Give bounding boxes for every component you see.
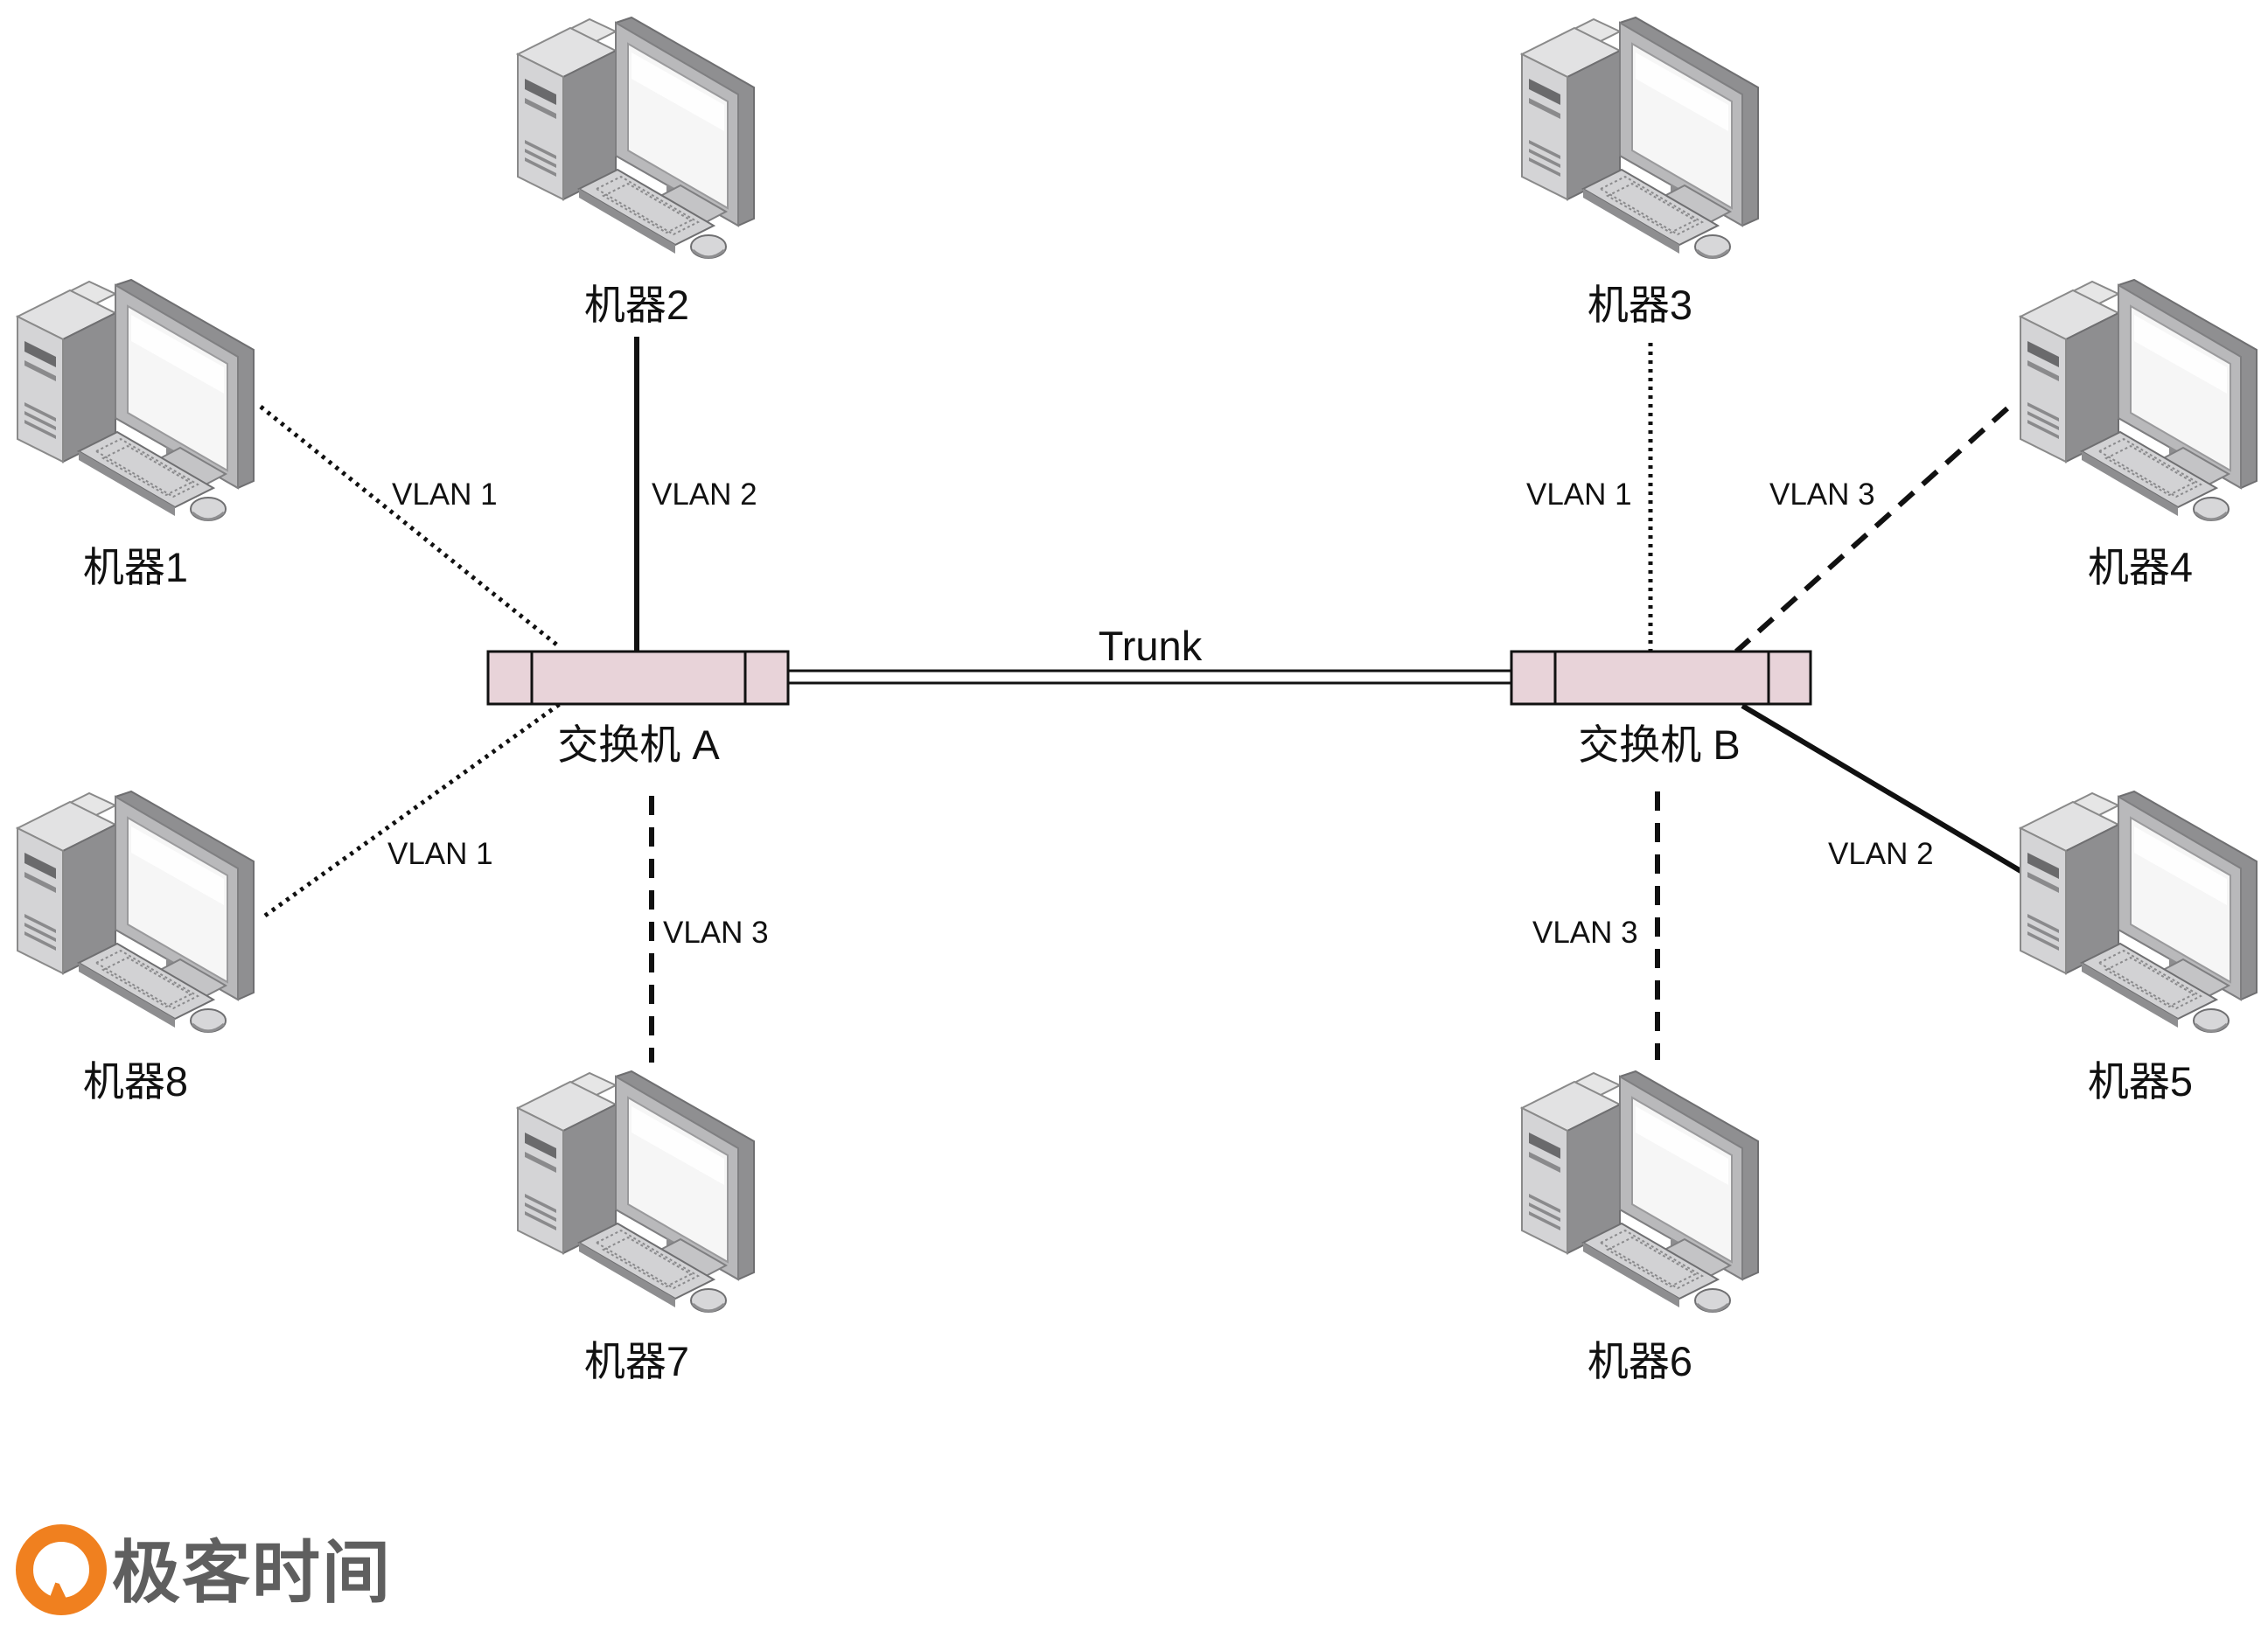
- geektime-logo-icon: [16, 1524, 107, 1615]
- vlan-label-m5: VLAN 2: [1828, 837, 1934, 871]
- computer-icon-m3: [1520, 16, 1760, 260]
- computer-icon-m7: [516, 1070, 756, 1314]
- machine-label: 机器5: [2088, 1058, 2193, 1105]
- machine-label: 机器7: [584, 1338, 689, 1384]
- vlan-label-m8: VLAN 1: [387, 837, 493, 871]
- vlan-label-m1: VLAN 1: [392, 477, 498, 512]
- trunk-link: [785, 669, 1515, 685]
- vlan-label-m3: VLAN 1: [1526, 477, 1632, 512]
- switch-b: [1510, 650, 1812, 706]
- switch-a: [486, 650, 790, 706]
- machine-label: 机器2: [584, 282, 689, 328]
- links: [259, 337, 2024, 1063]
- computer-icon-m4: [2019, 278, 2258, 522]
- computer-icon-m5: [2019, 790, 2258, 1034]
- link-m4-switch-b: [1734, 406, 2010, 654]
- switch-a-label: 交换机 A: [557, 721, 720, 768]
- machine-label: 机器6: [1588, 1338, 1692, 1384]
- machine-label: 机器8: [83, 1058, 188, 1105]
- computer-icon-m1: [16, 278, 255, 522]
- vlan-label-m4: VLAN 3: [1769, 477, 1875, 512]
- link-m5-switch-b: [1741, 703, 2024, 875]
- vlan-label-m2: VLAN 2: [652, 477, 757, 512]
- machine-label: 机器3: [1588, 282, 1692, 328]
- link-m8-switch-a: [263, 701, 562, 918]
- vlan-label-m6: VLAN 3: [1532, 916, 1638, 950]
- trunk-label: Trunk: [1099, 623, 1203, 669]
- machine-label: 机器1: [83, 544, 188, 590]
- switch-b-label: 交换机 B: [1578, 721, 1740, 768]
- link-m1-switch-a: [259, 405, 562, 649]
- computer-icon-m6: [1520, 1070, 1760, 1314]
- machine-label: 机器4: [2088, 544, 2193, 590]
- computer-icon-m2: [516, 16, 756, 260]
- vlan-label-m7: VLAN 3: [663, 916, 769, 950]
- computer-icon-m8: [16, 790, 255, 1034]
- brand-text: 极客时间: [112, 1534, 392, 1613]
